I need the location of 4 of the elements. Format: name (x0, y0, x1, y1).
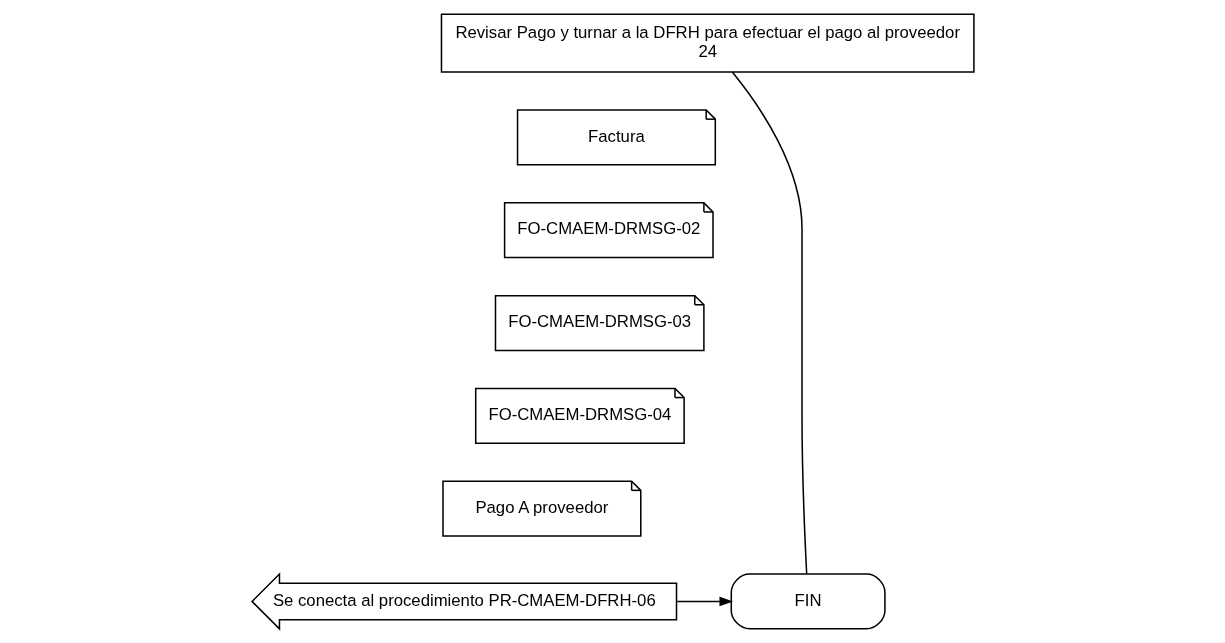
node-box: Revisar Pago y turnar a la DFRH para efectuar el pago al proveedor 24 (440, 13, 975, 73)
connector (731, 71, 807, 575)
node-box: FIN (730, 573, 886, 630)
arrow (675, 596, 733, 607)
